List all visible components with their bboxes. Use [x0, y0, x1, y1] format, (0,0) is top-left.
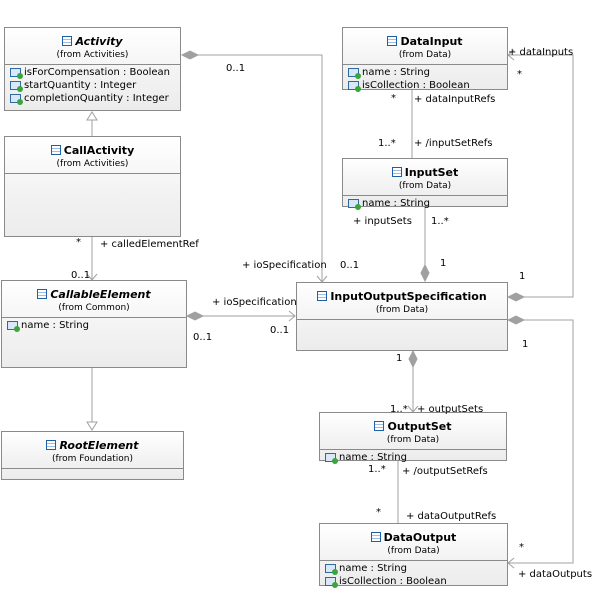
attribute: name : String — [348, 197, 507, 210]
class-icon — [62, 36, 73, 46]
multiplicity-label: 0..1 — [193, 332, 213, 343]
aggregation-diamond — [408, 349, 418, 369]
class-icon — [37, 289, 48, 299]
attribute: name : String — [348, 66, 507, 79]
class-package: (from Activities) — [56, 159, 129, 169]
role-label: + dataOutputRefs — [406, 511, 497, 522]
role-label: + dataOutputs — [518, 569, 593, 580]
data-inputs-line — [508, 54, 574, 298]
class-call-activity[interactable]: CallActivity (from Activities) — [4, 136, 181, 237]
attribute: isForCompensation : Boolean — [10, 66, 180, 79]
class-icon — [370, 532, 381, 542]
class-output-set[interactable]: OutputSet (from Data) name : String — [319, 412, 507, 464]
class-name: InputOutputSpecification — [330, 289, 487, 303]
arrowhead — [507, 49, 515, 61]
multiplicity-label: * — [519, 542, 524, 553]
class-name: OutputSet — [387, 419, 452, 433]
multiplicity-label: 1 — [522, 339, 529, 350]
class-package: (from Data) — [398, 181, 452, 191]
role-label: + dataInputRefs — [414, 94, 496, 105]
role-label: + inputSets — [353, 216, 412, 227]
class-package: (from Data) — [387, 546, 440, 556]
multiplicity-label: * — [391, 93, 396, 104]
role-label: + /outputSetRefs — [402, 466, 488, 477]
class-package: (from Data) — [386, 435, 440, 445]
multiplicity-label: 1..* — [378, 138, 396, 149]
class-icon — [50, 145, 61, 155]
multiplicity-label: 1..* — [368, 464, 386, 475]
class-icon — [391, 167, 402, 177]
class-package: (from Data) — [375, 305, 429, 315]
multiplicity-label: 0..1 — [226, 63, 246, 74]
class-icon — [387, 36, 398, 46]
class-package: (from Foundation) — [51, 454, 134, 464]
attribute: name : String — [325, 562, 507, 575]
class-data-output[interactable]: DataOutput (from Data) name : String isC… — [319, 523, 508, 588]
aggregation-diamond — [506, 292, 526, 302]
attribute: name : String — [325, 451, 506, 464]
attribute-icon — [325, 453, 338, 464]
class-input-output-specification[interactable]: InputOutputSpecification (from Data) — [296, 282, 508, 351]
multiplicity-label: 1 — [440, 258, 447, 269]
multiplicity-label: 1..* — [390, 404, 408, 415]
class-name: Activity — [75, 34, 123, 48]
role-label: + dataInputs — [508, 47, 574, 58]
class-package: (from Activities) — [56, 50, 129, 60]
attribute: isCollection : Boolean — [325, 575, 507, 588]
multiplicity-label: 1 — [396, 353, 403, 364]
class-name: CallActivity — [63, 143, 135, 157]
arrowhead — [507, 557, 515, 569]
class-name: InputSet — [404, 165, 459, 179]
multiplicity-label: 0..1 — [270, 325, 290, 336]
multiplicity-label: 0..1 — [71, 270, 91, 281]
data-outputs-line — [508, 319, 574, 564]
attribute: startQuantity : Integer — [10, 79, 180, 92]
multiplicity-label: 0..1 — [340, 260, 360, 271]
attribute: completionQuantity : Integer — [10, 92, 180, 105]
class-package: (from Common) — [58, 303, 130, 313]
attribute-icon — [348, 81, 361, 92]
role-label: + calledElementRef — [100, 239, 199, 250]
multiplicity-label: * — [76, 237, 81, 248]
class-root-element[interactable]: RootElement (from Foundation) — [1, 431, 184, 480]
attribute-icon — [325, 564, 338, 575]
role-label: + /inputSetRefs — [414, 138, 493, 149]
class-input-set[interactable]: InputSet (from Data) name : String — [342, 158, 508, 210]
class-icon — [46, 440, 57, 450]
multiplicity-label: 1..* — [431, 216, 449, 227]
attribute-icon — [10, 94, 23, 105]
attribute: name : String — [7, 319, 186, 332]
arrowhead — [288, 310, 296, 322]
multiplicity-label: * — [517, 69, 522, 80]
class-icon — [317, 291, 328, 301]
aggregation-diamond — [185, 311, 205, 321]
aggregation-diamond — [180, 50, 200, 60]
class-activity[interactable]: Activity (from Activities) isForCompensa… — [4, 27, 181, 111]
multiplicity-label: * — [376, 507, 381, 518]
class-callable-element[interactable]: CallableElement (from Common) name : Str… — [1, 280, 187, 368]
role-label: + ioSpecification — [212, 297, 297, 308]
activity-io-spec-association — [198, 54, 323, 282]
aggregation-diamond — [420, 263, 430, 283]
attribute-icon — [348, 199, 361, 210]
class-name: CallableElement — [50, 287, 151, 301]
class-icon — [374, 421, 385, 431]
role-label: + ioSpecification — [242, 260, 327, 271]
generalization-arrowhead — [86, 421, 98, 431]
generalization-arrowhead — [86, 111, 98, 121]
role-label: + outputSets — [417, 404, 484, 415]
attribute-icon — [325, 577, 338, 588]
attribute-icon — [10, 81, 23, 92]
class-package: (from Data) — [398, 50, 452, 60]
class-name: RootElement — [59, 438, 139, 452]
attribute-icon — [10, 68, 23, 79]
multiplicity-label: 1 — [519, 271, 526, 282]
attribute: isCollection : Boolean — [348, 79, 507, 92]
class-name: DataOutput — [383, 530, 457, 544]
attribute-icon — [7, 321, 20, 332]
aggregation-diamond — [506, 315, 526, 325]
class-data-input[interactable]: DataInput (from Data) name : String isCo… — [342, 27, 508, 92]
class-name: DataInput — [400, 34, 463, 48]
attribute-icon — [348, 68, 361, 79]
